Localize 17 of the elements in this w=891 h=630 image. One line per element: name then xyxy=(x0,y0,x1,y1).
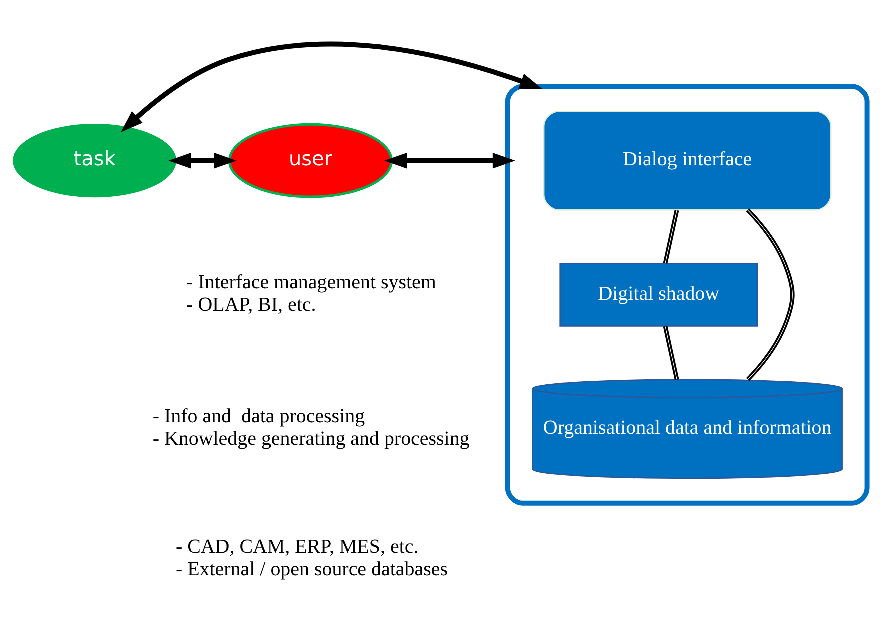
arrow xyxy=(384,152,516,168)
node-box: Dialog interface xyxy=(543,110,832,210)
node-ellipse: user xyxy=(228,122,394,198)
cluster xyxy=(505,84,870,506)
arrow xyxy=(168,152,237,168)
node-label: - Knowledge generating and processing xyxy=(152,428,470,450)
node-box: Digital shadow xyxy=(560,262,758,326)
node-label: - CAD, CAM, ERP, MES, etc. xyxy=(176,536,419,558)
node-label: - Info and data processing xyxy=(152,405,366,428)
connector xyxy=(663,326,680,380)
connector xyxy=(663,209,680,264)
node-label: - External / open source databases xyxy=(176,558,448,580)
node-label: - Interface management system xyxy=(186,271,436,294)
node-ellipse: task xyxy=(13,124,177,198)
node-label: - OLAP, BI, etc. xyxy=(186,293,316,316)
arrow xyxy=(121,41,543,132)
connector xyxy=(746,208,795,381)
